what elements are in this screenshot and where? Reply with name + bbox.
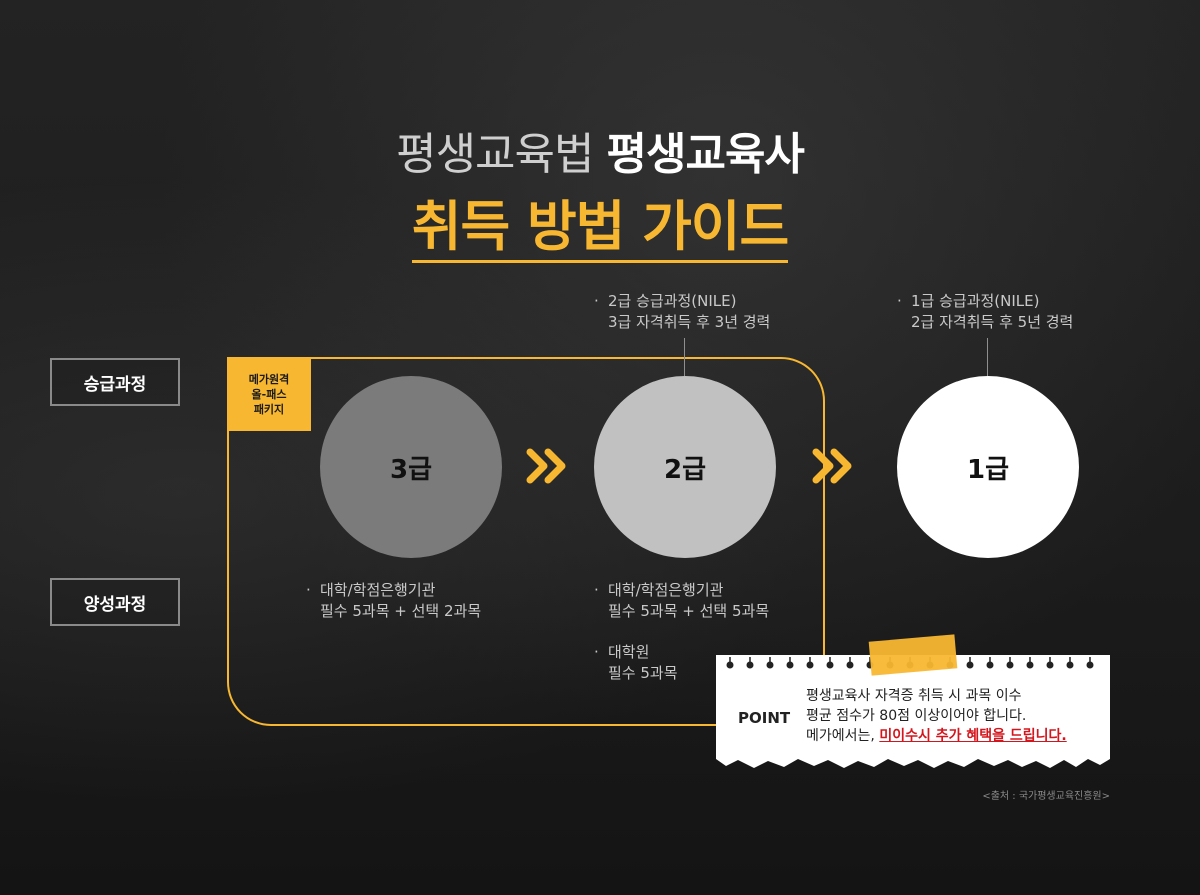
- note-text: 필수 5과목: [608, 664, 678, 682]
- note-text: 2급 승급과정(NILE): [608, 292, 737, 310]
- note-text: 필수 5과목 + 선택 2과목: [320, 602, 482, 620]
- title-highlight: 취득 방법 가이드: [411, 195, 789, 263]
- note-level2-training-university: ·대학/학점은행기관 필수 5과목 + 선택 5과목: [594, 581, 770, 620]
- point-text: 평생교육사 자격증 취득 시 과목 이수 평균 점수가 80점 이상이어야 합니…: [806, 686, 1067, 746]
- package-badge: 메가원격 올-패스 패키지: [227, 357, 311, 431]
- note-level1-promotion: ·1급 승급과정(NILE) 2급 자격취득 후 5년 경력: [897, 292, 1074, 331]
- point-label: POINT: [738, 709, 791, 727]
- badge-line: 올-패스: [251, 387, 287, 401]
- point-line-3: 메가에서는, 미이수시 추가 혜택을 드립니다.: [806, 726, 1067, 746]
- badge-line: 메가원격: [248, 372, 290, 386]
- title-bold: 평생교육사: [606, 129, 805, 180]
- note-level2-training-graduate: ·대학원 필수 5과목: [594, 643, 678, 682]
- page-title-line1: 평생교육법 평생교육사: [0, 118, 1200, 182]
- point-line: 평균 점수가 80점 이상이어야 합니다.: [806, 708, 1027, 724]
- note-level3-training: ·대학/학점은행기관 필수 5과목 + 선택 2과목: [306, 581, 482, 620]
- level-3-circle: 3급: [320, 376, 502, 558]
- point-highlight: 미이수시 추가 혜택을 드립니다.: [879, 728, 1067, 744]
- note-text: 대학/학점은행기관: [320, 581, 436, 599]
- level-1-circle: 1급: [897, 376, 1079, 558]
- point-prefix: 메가에서는,: [806, 728, 880, 744]
- source-caption: <출처 : 국가평생교육진흥원>: [982, 791, 1110, 802]
- level-1-label: 1급: [966, 454, 1009, 485]
- note-text: 대학/학점은행기관: [608, 581, 724, 599]
- double-chevron-right-icon: [812, 448, 852, 484]
- connector-line-level2: [684, 338, 685, 376]
- note-text: 필수 5과목 + 선택 5과목: [608, 602, 770, 620]
- note-text: 대학원: [608, 643, 650, 661]
- note-text: 3급 자격취득 후 3년 경력: [608, 313, 771, 331]
- note-text: 2급 자격취득 후 5년 경력: [911, 313, 1074, 331]
- note-text: 1급 승급과정(NILE): [911, 292, 1040, 310]
- note-level2-promotion: ·2급 승급과정(NILE) 3급 자격취득 후 3년 경력: [594, 292, 771, 331]
- connector-line-level1: [987, 338, 988, 376]
- label-promotion-course: 승급과정: [50, 358, 180, 406]
- label-training-course: 양성과정: [50, 578, 180, 626]
- double-chevron-right-icon: [526, 448, 566, 484]
- package-frame: [227, 357, 825, 726]
- level-2-label: 2급: [663, 454, 706, 485]
- level-3-label: 3급: [389, 454, 432, 485]
- title-light: 평생교육법: [396, 129, 594, 180]
- page-title-line2: 취득 방법 가이드: [0, 182, 1200, 263]
- badge-line: 패키지: [253, 402, 285, 416]
- level-2-circle: 2급: [594, 376, 776, 558]
- point-line: 평생교육사 자격증 취득 시 과목 이수: [806, 688, 1022, 704]
